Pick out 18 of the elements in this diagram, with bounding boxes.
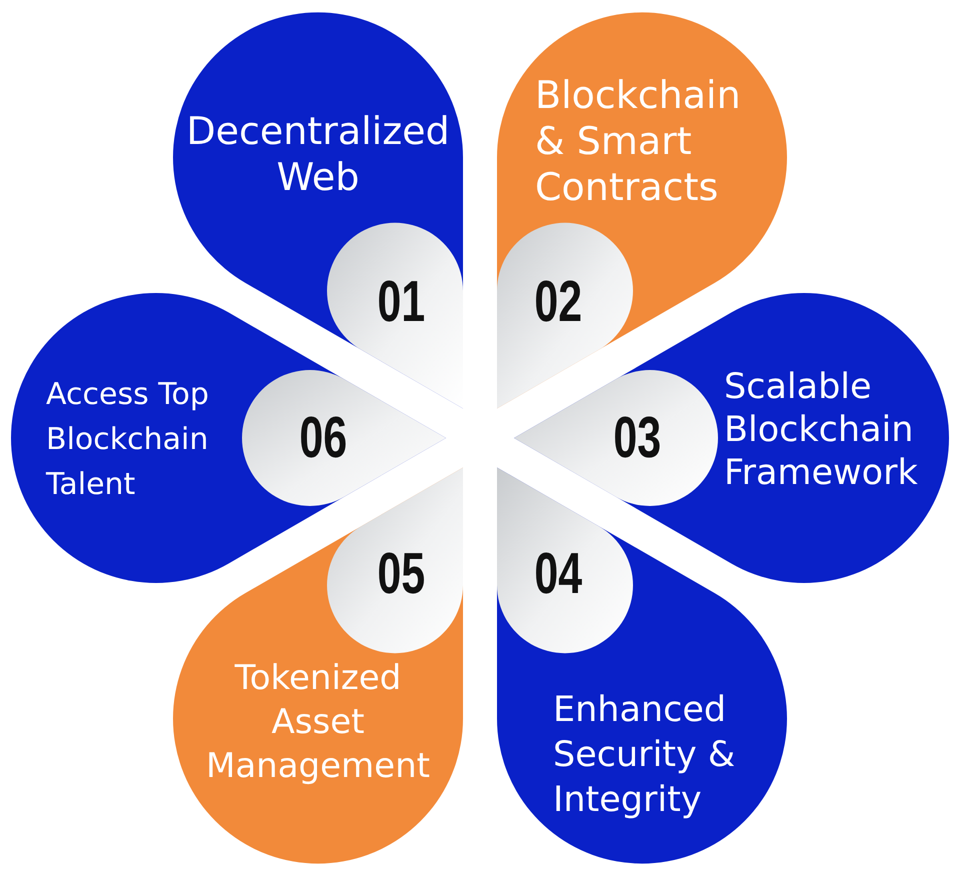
number-petal (497, 222, 633, 409)
step-number: 03 (612, 409, 661, 467)
number-petal (327, 222, 463, 409)
step-number: 01 (377, 273, 426, 332)
number-petal (514, 370, 718, 506)
step-number: 04 (534, 544, 582, 603)
step-number: 06 (298, 409, 347, 467)
petal-label: Scalable Blockchain Framework (724, 366, 919, 495)
step-number: 05 (377, 544, 426, 603)
petal-label: Tokenized Asset Management (205, 657, 431, 788)
petal-label: Blockchain & Smart Contracts (535, 72, 742, 210)
step-number: 02 (534, 273, 582, 332)
number-petal (242, 370, 446, 506)
number-petal (327, 467, 463, 654)
number-petal (497, 467, 633, 654)
petal-label: Access Top Blockchain Talent (46, 376, 210, 504)
petal-label: Enhanced Security & Integrity (553, 689, 736, 822)
petal-label: Decentralized Web (185, 108, 451, 200)
